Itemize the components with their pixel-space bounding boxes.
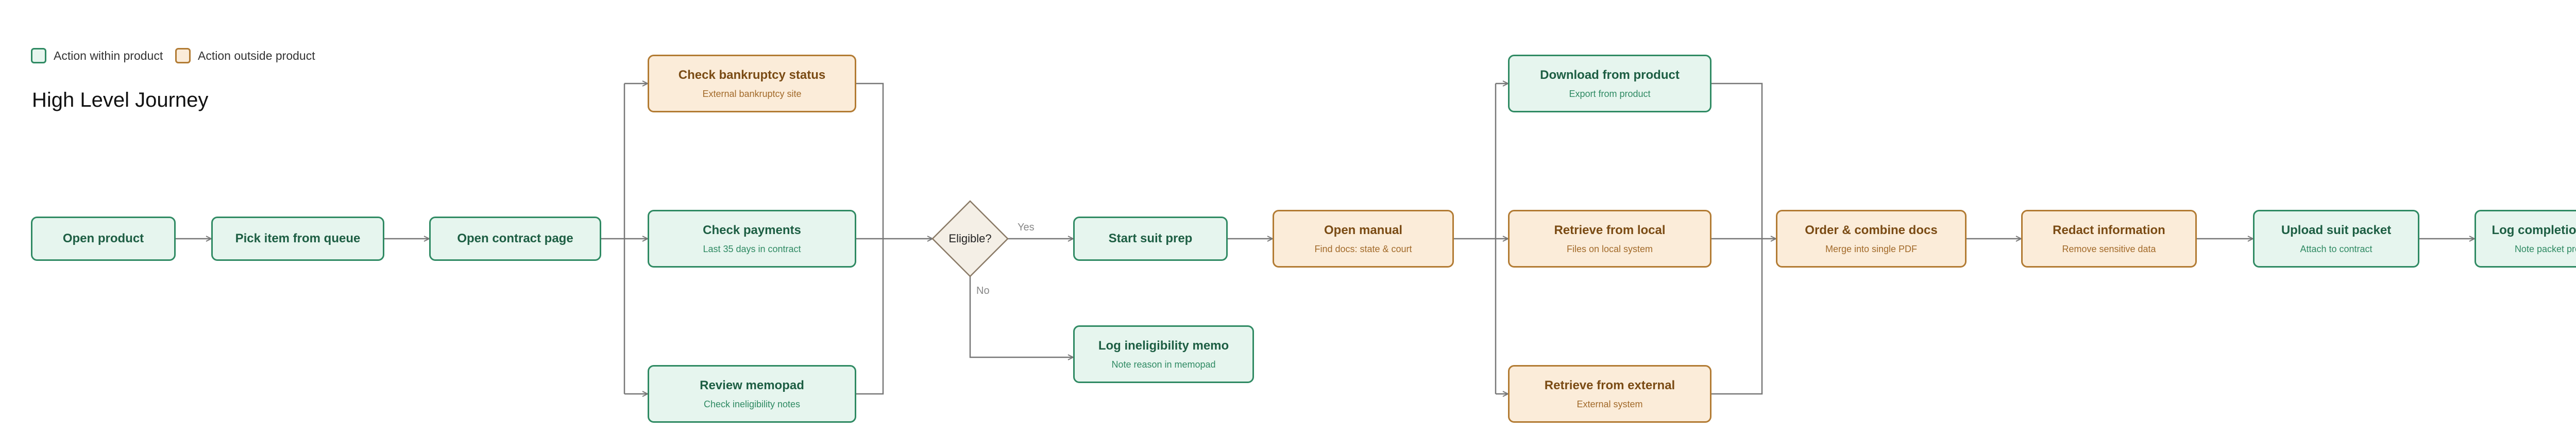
- node-title: Download from product: [1540, 68, 1680, 82]
- node-subtitle: Last 35 days in contract: [703, 243, 801, 254]
- edge-retrieve-external-out: [1711, 239, 1763, 395]
- node-subtitle: External system: [1577, 399, 1643, 409]
- page-title: High Level Journey: [32, 89, 209, 111]
- node-title: Check payments: [703, 223, 801, 237]
- node-subtitle: Find docs: state & court: [1314, 243, 1412, 254]
- node-title: Retrieve from external: [1544, 378, 1675, 392]
- node-subtitle: Note reason in memopad: [1111, 359, 1216, 370]
- node-download-product: Download from product Export from produc…: [1508, 55, 1711, 112]
- decision-diamond: [931, 200, 1009, 277]
- node-pick-item: Pick item from queue: [211, 217, 384, 261]
- edge-decision-no: [969, 276, 1073, 357]
- node-open-contract: Open contract page: [429, 217, 601, 261]
- edge-label-yes: Yes: [1018, 222, 1035, 233]
- legend-swatch-within: [31, 48, 46, 63]
- node-title: Upload suit packet: [2281, 223, 2392, 237]
- node-start-suit-prep: Start suit prep: [1073, 217, 1228, 261]
- node-subtitle: Merge into single PDF: [1825, 243, 1918, 254]
- legend-label-within: Action within product: [54, 48, 163, 62]
- legend-outside: Action outside product: [175, 45, 315, 66]
- node-review-memopad: Review memopad Check ineligibility notes: [648, 365, 856, 423]
- edge-review-memopad-out: [856, 239, 884, 395]
- edge-download-product-out: [1711, 82, 1763, 239]
- legend-swatch-outside: [175, 48, 191, 63]
- node-log-ineligibility: Log ineligibility memo Note reason in me…: [1073, 325, 1254, 383]
- edge-check-bankruptcy-out: [856, 82, 884, 239]
- node-title: Redact information: [2053, 223, 2165, 237]
- node-title: Open manual: [1324, 223, 1403, 237]
- node-log-completion: Log completion memo Note packet prepped: [2475, 210, 2576, 268]
- node-title: Retrieve from local: [1554, 223, 1666, 237]
- node-title: Open product: [62, 231, 144, 245]
- node-upload-packet: Upload suit packet Attach to contract: [2253, 210, 2419, 268]
- node-title: Open contract page: [457, 231, 573, 245]
- legend-within: Action within product: [31, 45, 163, 66]
- node-subtitle: Remove sensitive data: [2062, 243, 2156, 254]
- node-retrieve-external: Retrieve from external External system: [1508, 365, 1711, 423]
- edge-label-no: No: [976, 285, 990, 296]
- decision-label: Eligible?: [948, 232, 992, 245]
- node-redact-info: Redact information Remove sensitive data: [2021, 210, 2197, 268]
- node-open-manual: Open manual Find docs: state & court: [1273, 210, 1454, 268]
- node-open-product: Open product: [31, 217, 176, 261]
- node-subtitle: Files on local system: [1566, 243, 1653, 254]
- node-subtitle: External bankruptcy site: [702, 88, 802, 99]
- node-subtitle: Check ineligibility notes: [703, 399, 801, 409]
- node-title: Review memopad: [700, 378, 804, 392]
- node-subtitle: Note packet prepped: [2514, 243, 2576, 254]
- node-subtitle: Export from product: [1569, 88, 1651, 99]
- node-title: Log ineligibility memo: [1098, 338, 1229, 353]
- node-title: Check bankruptcy status: [678, 68, 826, 82]
- legend-label-outside: Action outside product: [198, 48, 315, 62]
- node-order-combine: Order & combine docs Merge into single P…: [1776, 210, 1967, 268]
- node-title: Log completion memo: [2492, 223, 2576, 237]
- node-check-payments: Check payments Last 35 days in contract: [648, 210, 856, 268]
- node-retrieve-local: Retrieve from local Files on local syste…: [1508, 210, 1711, 268]
- node-title: Pick item from queue: [235, 231, 361, 245]
- node-check-bankruptcy: Check bankruptcy status External bankrup…: [648, 55, 856, 112]
- node-title: Order & combine docs: [1805, 223, 1938, 237]
- node-title: Start suit prep: [1108, 231, 1193, 245]
- node-subtitle: Attach to contract: [2300, 243, 2372, 254]
